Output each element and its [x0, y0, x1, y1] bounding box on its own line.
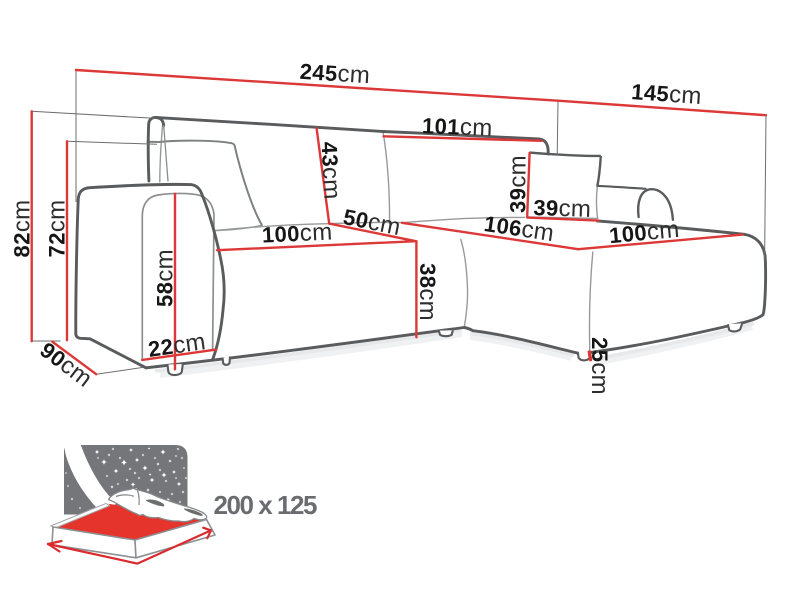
svg-text:82cm: 82cm — [8, 200, 35, 258]
svg-text:58cm: 58cm — [152, 249, 179, 307]
svg-text:43cm: 43cm — [315, 141, 345, 200]
svg-text:100cm: 100cm — [261, 218, 333, 248]
svg-text:22cm: 22cm — [146, 328, 207, 363]
svg-text:72cm: 72cm — [44, 200, 71, 258]
svg-text:245cm: 245cm — [299, 58, 371, 89]
svg-text:145cm: 145cm — [630, 78, 702, 110]
svg-text:39cm: 39cm — [505, 155, 532, 213]
svg-text:39cm: 39cm — [533, 194, 592, 223]
svg-text:106cm: 106cm — [482, 210, 556, 247]
svg-text:25cm: 25cm — [586, 337, 613, 395]
svg-text:200 x 125: 200 x 125 — [214, 490, 318, 520]
svg-text:50cm: 50cm — [341, 203, 403, 241]
svg-text:38cm: 38cm — [414, 263, 441, 321]
svg-text:100cm: 100cm — [608, 216, 681, 249]
svg-text:101cm: 101cm — [422, 112, 494, 142]
